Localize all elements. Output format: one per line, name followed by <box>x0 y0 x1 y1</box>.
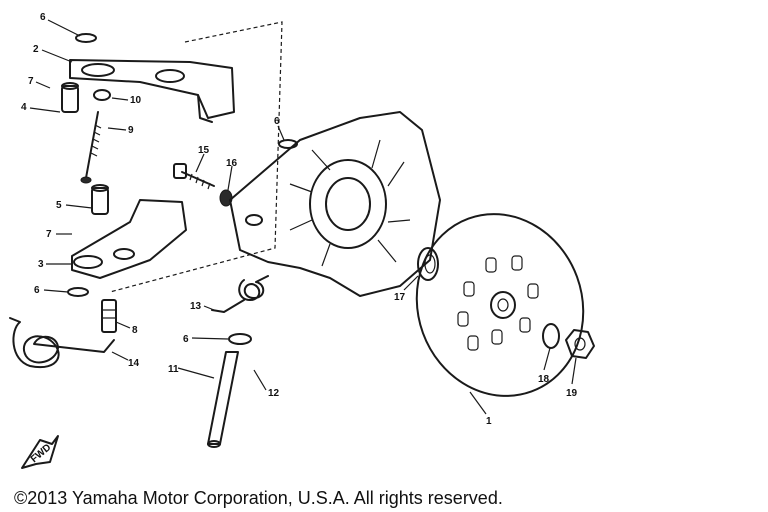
callout-label: 14 <box>128 358 140 369</box>
collar-part-upper <box>61 82 79 113</box>
return-spring-part <box>211 275 269 313</box>
callout-label: 4 <box>21 102 27 113</box>
washer-part-top <box>75 33 97 43</box>
nut-part-19 <box>565 329 595 359</box>
callout-label: 12 <box>268 388 280 399</box>
bushing-part <box>93 89 111 101</box>
callout-label: 16 <box>226 158 238 169</box>
torsion-spring-part <box>9 317 115 369</box>
callout-label: 6 <box>34 285 40 296</box>
washer-part-left <box>67 287 89 297</box>
exploded-parts-diagram: 6 2 7 4 10 9 5 7 3 6 8 14 15 16 6 13 6 1… <box>9 12 595 469</box>
callout-label: 18 <box>538 374 550 385</box>
callout-label: 13 <box>190 301 202 312</box>
callout-leaders <box>29 19 577 415</box>
collar-part-lower <box>91 184 109 215</box>
shaft-part <box>207 351 239 448</box>
lower-arm-part <box>71 199 187 279</box>
callout-label: 8 <box>132 325 138 336</box>
callout-label: 19 <box>566 388 578 399</box>
forward-arrow-icon: FWD <box>21 435 59 469</box>
copyright-notice: ©2013 Yamaha Motor Corporation, U.S.A. A… <box>14 488 503 508</box>
callout-label: 1 <box>486 416 492 427</box>
pivot-bolt-part <box>80 111 102 184</box>
brake-disc-part <box>415 213 585 397</box>
bolt-part-15 <box>173 163 215 190</box>
callout-labels: 6 2 7 4 10 9 5 7 3 6 8 14 15 16 6 13 6 1… <box>21 12 578 427</box>
callout-label: 10 <box>130 95 142 106</box>
callout-label: 11 <box>168 364 179 375</box>
washer-part-lower <box>228 333 252 345</box>
callout-label: 17 <box>394 292 406 303</box>
callout-label: 6 <box>183 334 189 345</box>
callout-label: 3 <box>38 259 44 270</box>
bearing-part <box>417 247 439 281</box>
callout-label: 15 <box>198 145 210 156</box>
upper-arm-part <box>69 59 235 123</box>
main-housing-part <box>229 111 441 297</box>
washer-part-18 <box>542 323 560 349</box>
callout-label: 5 <box>56 200 62 211</box>
pin-part <box>101 299 117 333</box>
callout-label: 2 <box>33 44 39 55</box>
callout-label: 6 <box>40 12 46 23</box>
washer-part-mid <box>278 139 298 149</box>
mounting-plate-outline <box>109 21 283 293</box>
callout-label: 9 <box>128 125 134 136</box>
callout-label: 7 <box>28 76 34 87</box>
callout-label: 6 <box>274 116 280 127</box>
callout-label: 7 <box>46 229 52 240</box>
